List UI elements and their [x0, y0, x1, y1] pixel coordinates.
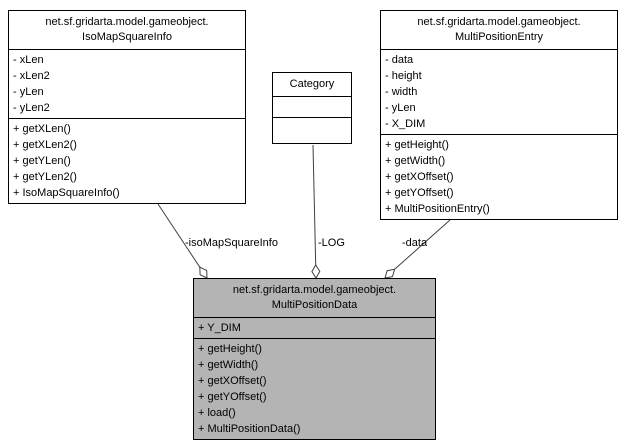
class-multipositiondata[interactable]: net.sf.gridarta.model.gameobject. MultiP…	[193, 278, 436, 440]
class-title: net.sf.gridarta.model.gameobject. MultiP…	[381, 11, 617, 49]
class-multipositionentry[interactable]: net.sf.gridarta.model.gameobject. MultiP…	[380, 10, 618, 220]
method-item: + getYLen2()	[13, 171, 77, 183]
methods-compartment: + getHeight() + getWidth() + getXOffset(…	[194, 338, 435, 439]
field-item: - yLen	[385, 102, 416, 114]
edge-isomapsquareinfo	[157, 203, 201, 268]
method-item: + getYOffset()	[198, 391, 267, 403]
fields-compartment: + Y_DIM	[194, 317, 435, 338]
field-item: - xLen2	[13, 70, 50, 82]
aggregation-diamond-icon	[384, 268, 396, 279]
class-package: net.sf.gridarta.model.gameobject.	[232, 284, 397, 296]
aggregation-diamond-icon	[311, 264, 321, 279]
methods-compartment	[273, 117, 351, 143]
method-item: + MultiPositionData()	[198, 423, 301, 435]
edge-label-isomapsquareinfo: -isoMapSquareInfo	[185, 237, 278, 249]
class-title: net.sf.gridarta.model.gameobject. IsoMap…	[9, 11, 245, 49]
aggregation-diamond-icon	[199, 266, 208, 279]
field-item: - yLen2	[13, 102, 50, 114]
method-item: + getXOffset()	[385, 171, 454, 183]
method-item: + getHeight()	[198, 343, 262, 355]
fields-compartment: - data - height - width - yLen - X_DIM	[381, 49, 617, 134]
method-item: + load()	[198, 407, 236, 419]
method-item: + getXOffset()	[198, 375, 267, 387]
method-item: + getXLen()	[13, 123, 71, 135]
field-item: - data	[385, 54, 414, 66]
field-item: - height	[385, 70, 422, 82]
method-item: + MultiPositionEntry()	[385, 203, 490, 215]
edge-data	[394, 219, 451, 270]
edge-log	[312, 144, 317, 266]
method-item: + getWidth()	[198, 359, 259, 371]
field-item: - X_DIM	[385, 118, 426, 130]
class-name: IsoMapSquareInfo	[82, 31, 172, 43]
fields-compartment	[273, 96, 351, 117]
class-title: net.sf.gridarta.model.gameobject. MultiP…	[194, 279, 435, 317]
methods-compartment: + getHeight() + getWidth() + getXOffset(…	[381, 134, 617, 219]
field-item: - xLen	[13, 54, 44, 66]
method-item: + getWidth()	[385, 155, 446, 167]
method-item: + getYOffset()	[385, 187, 454, 199]
field-item: - width	[385, 86, 418, 98]
field-item: - yLen	[13, 86, 44, 98]
class-title: Category	[273, 73, 351, 96]
class-name: Category	[289, 78, 335, 90]
fields-compartment: - xLen - xLen2 - yLen - yLen2	[9, 49, 245, 118]
method-item: + getYLen()	[13, 155, 71, 167]
class-category[interactable]: Category	[272, 72, 352, 144]
edge-label-log: -LOG	[318, 237, 345, 249]
methods-compartment: + getXLen() + getXLen2() + getYLen() + g…	[9, 118, 245, 203]
edge-label-data: -data	[402, 237, 428, 249]
method-item: + getXLen2()	[13, 139, 77, 151]
method-item: + getHeight()	[385, 139, 449, 151]
method-item: + IsoMapSquareInfo()	[13, 187, 120, 199]
class-package: net.sf.gridarta.model.gameobject.	[45, 16, 209, 28]
class-name: MultiPositionEntry	[454, 31, 544, 43]
class-name: MultiPositionData	[271, 299, 358, 311]
field-item: + Y_DIM	[198, 322, 241, 334]
class-isomapsquareinfo[interactable]: net.sf.gridarta.model.gameobject. IsoMap…	[8, 10, 246, 204]
class-package: net.sf.gridarta.model.gameobject.	[417, 16, 581, 28]
